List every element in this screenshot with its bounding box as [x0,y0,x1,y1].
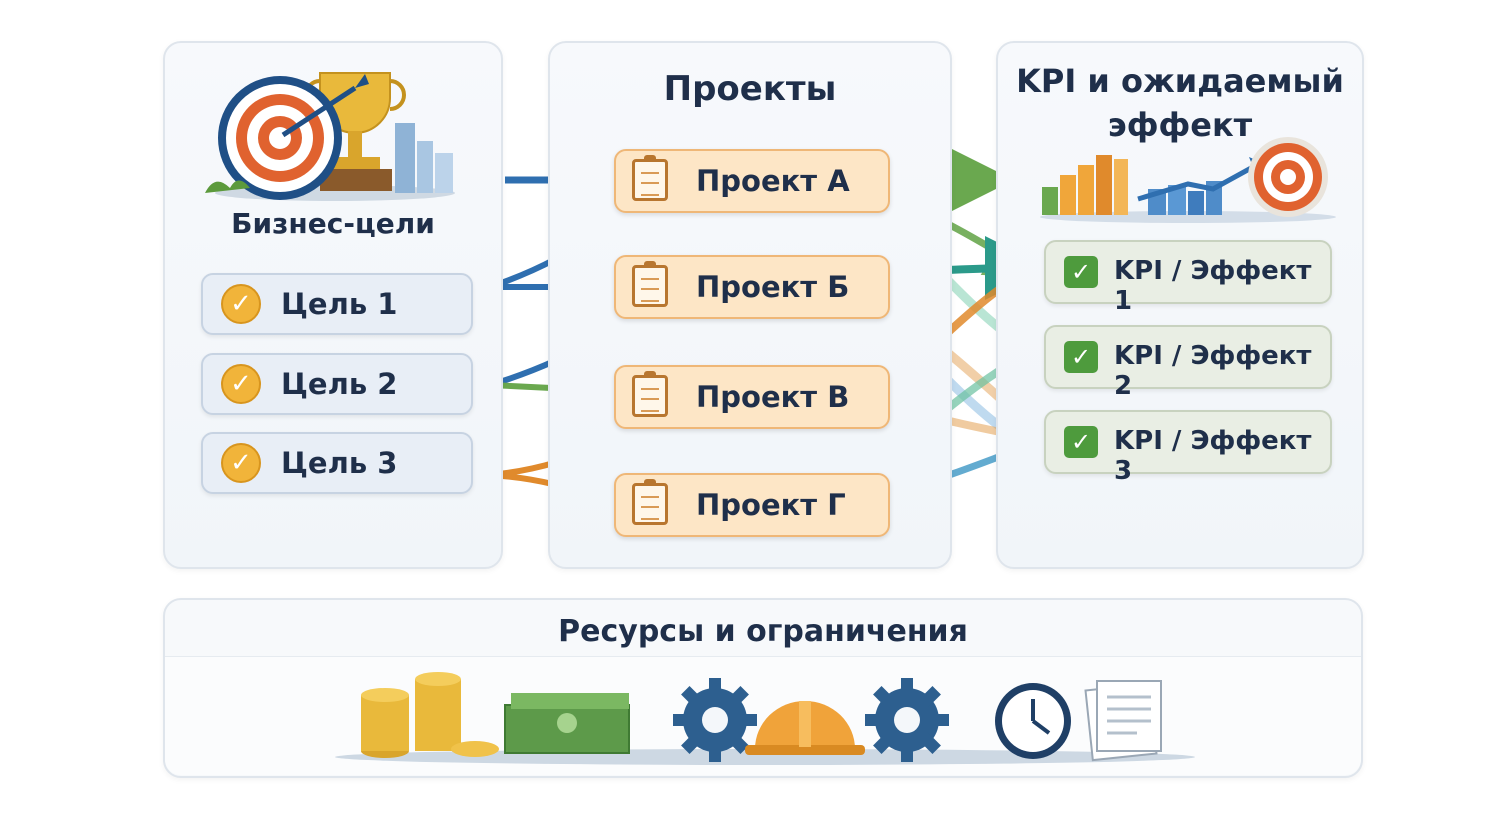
resources-title: Ресурсы и ограничения [558,614,968,649]
goal-item[interactable]: ✓ Цель 2 [201,353,473,415]
goals-illustration [205,72,455,201]
goals-title: Бизнес-цели [231,207,435,240]
goal-label: Цель 3 [281,446,398,480]
kpi-illustration [1040,137,1336,223]
cash-stack-icon [504,693,630,754]
kpi-label: KPI / Эффект 3 [1114,426,1312,486]
kpi-item[interactable]: ✓ KPI / Эффект 1 [1044,240,1332,316]
goal-label: Цель 1 [281,287,398,321]
resources-band [165,656,1361,775]
goal-label: Цель 2 [281,367,398,401]
project-label: Проект Г [696,488,846,522]
kpi-title-line1: KPI и ожидаемый [1016,62,1344,100]
check-circle-icon: ✓ [221,284,261,324]
business-goals-panel: Бизнес-цели ✓ Цель 1 ✓ Цель 2 ✓ Цель 3 [163,41,503,569]
clock-icon [995,683,1071,759]
projects-panel: Проекты Проект А Проект Б Проект В Проек… [548,41,952,569]
kpi-item[interactable]: ✓ KPI / Эффект 3 [1044,410,1332,486]
projects-title: Проекты [663,69,837,109]
checkbox-icon: ✓ [1064,426,1098,458]
kpi-item[interactable]: ✓ KPI / Эффект 2 [1044,325,1332,401]
clipboard-icon [632,261,668,307]
clipboard-icon [632,479,668,525]
target-icon [218,74,369,200]
goal-item[interactable]: ✓ Цель 3 [201,432,473,494]
project-label: Проект А [696,164,850,198]
checkbox-icon: ✓ [1064,256,1098,288]
kpi-label: KPI / Эффект 1 [1114,256,1312,316]
bar-chart-icon [1042,155,1128,215]
project-label: Проект В [696,380,850,414]
hard-hat-icon [745,701,865,755]
clipboard-icon [632,371,668,417]
project-item[interactable]: Проект А [614,149,890,213]
project-item[interactable]: Проект Б [614,255,890,319]
check-circle-icon: ✓ [221,364,261,404]
project-item[interactable]: Проект Г [614,473,890,537]
resources-illustration [335,672,1195,765]
project-item[interactable]: Проект В [614,365,890,429]
clipboard-icon [632,155,668,201]
kpi-label: KPI / Эффект 2 [1114,341,1312,401]
resources-panel: Ресурсы и ограничения [163,598,1363,778]
checkbox-icon: ✓ [1064,341,1098,373]
kpi-panel: KPI и ожидаемый эффект ✓ KPI / Эффек [996,41,1364,569]
coins-icon [361,672,499,758]
gear-icon [673,678,757,762]
kpi-title-line2: эффект [1107,106,1253,144]
target-icon [1248,137,1328,217]
documents-icon [1084,680,1162,762]
goal-item[interactable]: ✓ Цель 1 [201,273,473,335]
kpi-title: KPI и ожидаемый эффект [1008,59,1352,147]
check-circle-icon: ✓ [221,443,261,483]
project-label: Проект Б [696,270,850,304]
gear-icon [865,678,949,762]
